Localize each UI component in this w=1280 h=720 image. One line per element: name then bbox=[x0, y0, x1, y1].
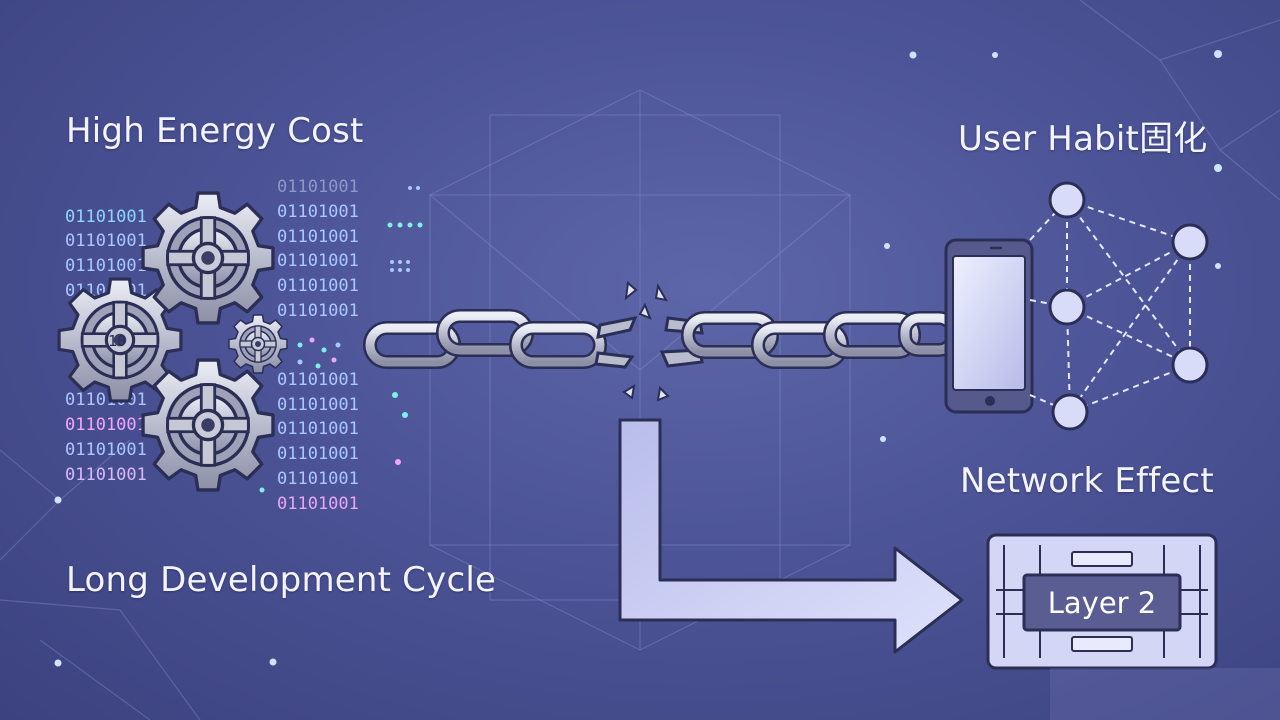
user-habit-label: User Habit固化 bbox=[958, 119, 1208, 159]
gear-binary-text: 10 bbox=[108, 332, 126, 350]
binary-data-column-right: 01101001 01101001 01101001 01101001 0110… bbox=[277, 177, 359, 514]
gear-icon bbox=[141, 191, 275, 325]
chain-icon bbox=[659, 311, 960, 366]
binary-text: 01101001 bbox=[65, 390, 147, 410]
corner-overlay bbox=[1050, 668, 1280, 720]
binary-text: 01101001 bbox=[277, 301, 359, 321]
network-node bbox=[1048, 181, 1086, 219]
binary-text: 01101001 bbox=[277, 469, 359, 489]
binary-text: 01101001 bbox=[277, 177, 359, 197]
network-effect-label: Network Effect bbox=[960, 461, 1214, 501]
binary-text: 01101001 bbox=[277, 419, 359, 439]
chip-icon: Layer 2 bbox=[986, 533, 1218, 670]
binary-text: 01101001 bbox=[65, 256, 147, 276]
binary-text: 01101001 bbox=[277, 444, 359, 464]
network-node bbox=[1171, 346, 1209, 384]
network-node bbox=[1048, 288, 1086, 326]
network-graph-icon bbox=[1029, 181, 1209, 431]
gear-cluster: 10 bbox=[57, 191, 288, 492]
arrow-icon bbox=[618, 418, 964, 654]
data-particles bbox=[259, 186, 423, 493]
layer2-label: Layer 2 bbox=[1048, 586, 1157, 620]
binary-text: 01101001 bbox=[277, 494, 359, 514]
binary-text: 01101001 bbox=[277, 202, 359, 222]
chain-icon bbox=[370, 316, 638, 367]
long-development-cycle-label: Long Development Cycle bbox=[66, 560, 497, 600]
high-energy-cost-label: High Energy Cost bbox=[66, 111, 364, 151]
binary-text: 01101001 bbox=[277, 276, 359, 296]
broken-link-fragments bbox=[622, 281, 670, 402]
binary-text: 01101001 bbox=[277, 370, 359, 390]
binary-text: 01101001 bbox=[65, 207, 147, 227]
binary-text: 01101001 bbox=[65, 231, 147, 251]
binary-text: 01101001 bbox=[65, 415, 147, 435]
binary-text: 01101001 bbox=[277, 395, 359, 415]
gear-icon bbox=[228, 314, 288, 374]
binary-text: 01101001 bbox=[277, 251, 359, 271]
network-node bbox=[1171, 223, 1209, 261]
gear-icon bbox=[141, 358, 275, 492]
binary-text: 01101001 bbox=[277, 227, 359, 247]
binary-text: 01101001 bbox=[65, 465, 147, 485]
sparkle-dots bbox=[54, 50, 1222, 667]
binary-text: 01101001 bbox=[65, 440, 147, 460]
network-node bbox=[1051, 393, 1089, 431]
smartphone-icon bbox=[944, 238, 1034, 414]
